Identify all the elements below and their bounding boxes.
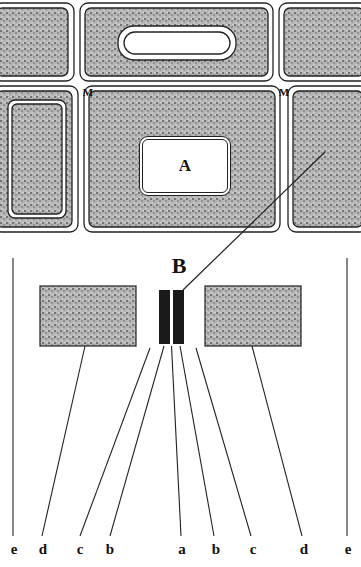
part-letter: e [344,541,353,558]
part-letter: e [10,541,19,558]
part-letter: b [211,541,221,558]
enlargement-label: B [172,255,187,277]
part-letter: d [38,541,48,558]
part-letter: a [177,541,187,558]
vacuole-box: A [139,136,231,196]
junction-label: M [279,87,289,98]
part-letter: c [249,541,258,558]
part-letter: c [76,541,85,558]
part-letter: b [105,541,115,558]
part-letter: d [299,541,309,558]
cell-letter: A [179,156,191,176]
junction-label: M [83,87,93,98]
